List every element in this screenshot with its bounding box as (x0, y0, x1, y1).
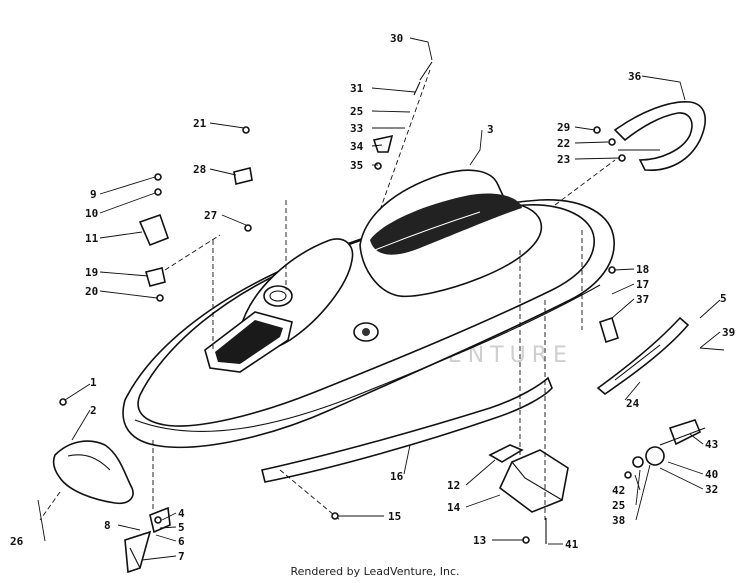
callout-40: 40 (705, 468, 718, 481)
callout-22: 22 (557, 137, 570, 150)
callout-30: 30 (390, 32, 403, 45)
callout-36: 36 (628, 70, 642, 83)
steering-bracket (632, 419, 706, 468)
handle-grip (613, 101, 706, 171)
callout-37: 37 (636, 293, 649, 306)
callout-35: 35 (350, 159, 363, 172)
callout-17: 17 (636, 278, 649, 291)
leader-lines (37, 37, 721, 561)
callout-2: 2 (90, 404, 97, 417)
assembly-lines (39, 69, 616, 521)
callout-11: 11 (85, 232, 99, 245)
callout-23: 23 (557, 153, 570, 166)
callout-5-right: 5 (720, 292, 727, 305)
hull-body (122, 169, 615, 449)
callout-12: 12 (447, 479, 460, 492)
callout-34: 34 (350, 140, 364, 153)
callout-4: 4 (178, 507, 185, 520)
callout-26: 26 (10, 535, 24, 548)
side-rail (261, 376, 553, 483)
callout-27: 27 (204, 209, 217, 222)
callout-25-top: 25 (350, 105, 363, 118)
callout-7: 7 (178, 550, 185, 563)
mount-plate (488, 444, 569, 513)
callout-13: 13 (473, 534, 486, 547)
callout-33: 33 (350, 122, 363, 135)
callout-20: 20 (85, 285, 98, 298)
callout-5-bottom: 5 (178, 521, 185, 534)
callout-18: 18 (636, 263, 649, 276)
callout-39: 39 (722, 326, 735, 339)
callout-1: 1 (90, 376, 97, 389)
callout-28: 28 (193, 163, 206, 176)
callout-25-bottom: 25 (612, 499, 625, 512)
callout-14: 14 (447, 501, 461, 514)
rendered-by-footer: Rendered by LeadVenture, Inc. (290, 565, 460, 578)
callout-9: 9 (90, 188, 97, 201)
callout-21: 21 (193, 117, 207, 130)
callout-42: 42 (612, 484, 625, 497)
callout-43: 43 (705, 438, 718, 451)
callout-16: 16 (390, 470, 404, 483)
callout-19: 19 (85, 266, 98, 279)
nose-bumper (52, 440, 134, 505)
callout-6: 6 (178, 535, 185, 548)
callout-41: 41 (565, 538, 579, 551)
callout-38: 38 (612, 514, 625, 527)
trim-strip (596, 316, 690, 396)
callout-15: 15 (388, 510, 401, 523)
drain-bracket (124, 506, 171, 574)
callout-8: 8 (104, 519, 111, 532)
callout-29: 29 (557, 121, 570, 134)
callout-24: 24 (626, 397, 640, 410)
callout-10: 10 (85, 207, 98, 220)
callout-3: 3 (487, 123, 494, 136)
callout-labels: 30 31 25 33 34 35 3 36 29 22 23 21 28 9 … (10, 32, 735, 563)
callout-32: 32 (705, 483, 718, 496)
callout-31: 31 (350, 82, 364, 95)
left-brackets (138, 167, 619, 344)
